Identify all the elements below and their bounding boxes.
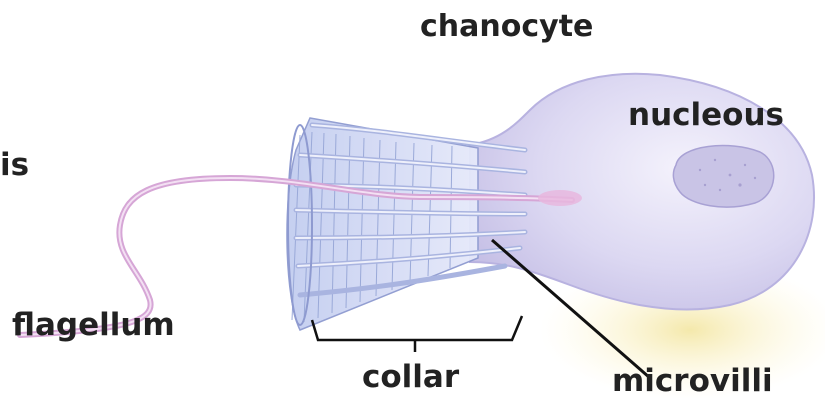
label-microvilli: microvilli [612, 366, 773, 397]
diagram-title: chanocyte [420, 12, 593, 42]
label-flagellum: flagellum [12, 310, 175, 341]
label-cut-off: is [0, 150, 29, 181]
label-collar: collar [362, 362, 459, 393]
nucleus [673, 146, 773, 207]
flagellum-base [538, 190, 582, 206]
collar-bracket [312, 316, 522, 340]
collar-funnel [287, 118, 478, 330]
label-nucleus: nucleous [628, 100, 784, 131]
